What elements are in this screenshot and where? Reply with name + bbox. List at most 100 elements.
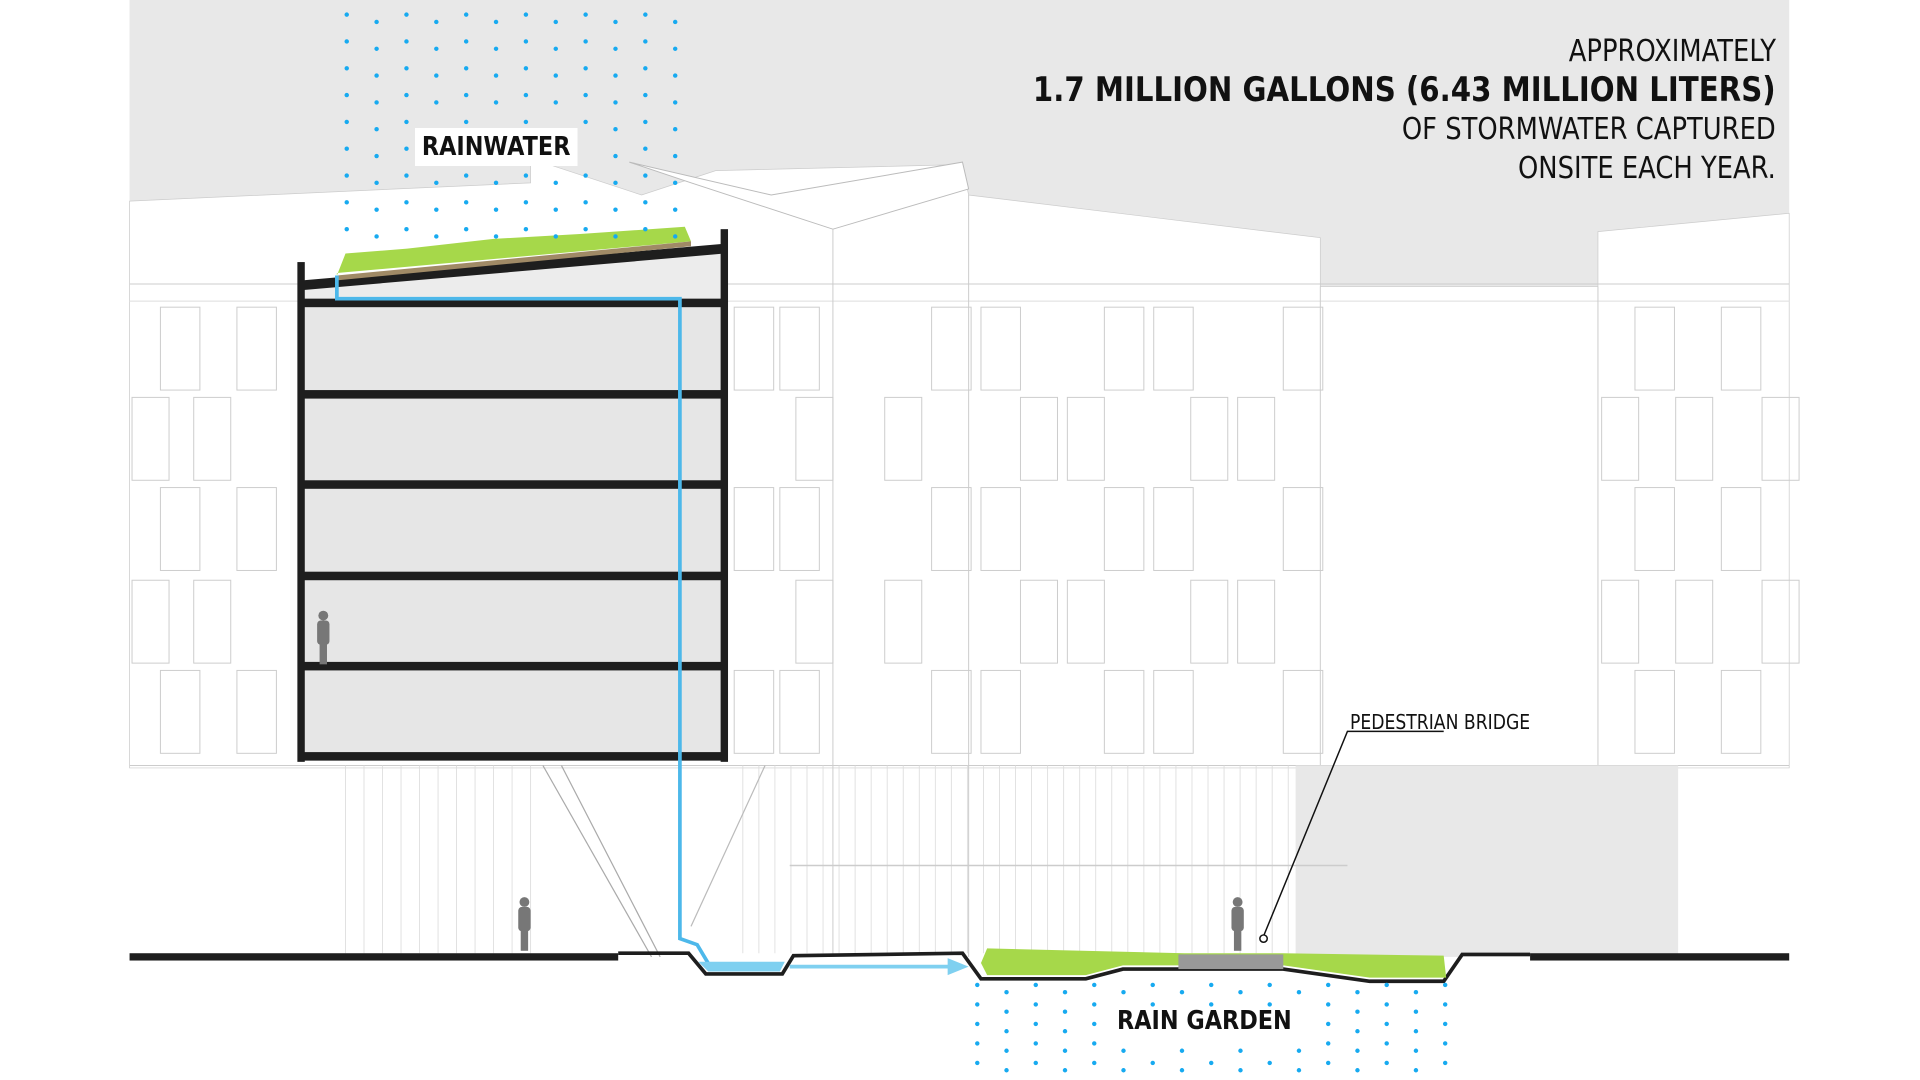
infiltration-dot — [1238, 1048, 1243, 1053]
rain-dot — [672, 46, 678, 51]
rain-dot — [493, 73, 499, 78]
headline-line-2: 1.7 MILLION GALLONS (6.43 MILLION LITERS… — [1033, 70, 1776, 110]
rain-dot — [374, 180, 379, 186]
ground-line-right — [1530, 953, 1790, 961]
pedestrian-bridge-deck — [1178, 954, 1284, 970]
rain-dot — [672, 234, 678, 239]
rain-dot — [493, 207, 499, 212]
window — [1675, 579, 1714, 664]
window — [1103, 487, 1145, 571]
window — [931, 306, 972, 391]
floor-slab — [299, 298, 727, 308]
rain-dot — [463, 119, 469, 125]
window — [1720, 669, 1762, 754]
rain-dots — [344, 12, 678, 239]
rain-dot — [374, 207, 379, 212]
infiltration-dot — [1355, 990, 1360, 995]
window — [779, 487, 820, 571]
flow-arrow-head — [947, 958, 969, 976]
rainwater-label: RAINWATER — [415, 128, 578, 166]
rain-dot — [613, 73, 618, 78]
rain-dot — [344, 12, 349, 17]
infiltration-dot — [1325, 982, 1331, 988]
rain-dot — [374, 19, 379, 25]
rain-dot — [643, 39, 648, 44]
infiltration-dot — [1413, 1048, 1419, 1053]
infiltration-dot — [1267, 982, 1272, 988]
infiltration-dot — [1121, 1048, 1126, 1053]
infiltration-dot — [1442, 1002, 1448, 1007]
infiltration-dot — [1355, 1009, 1360, 1014]
infiltration-dot — [975, 1060, 980, 1066]
headline-line-3: OF STORMWATER CAPTURED — [1402, 112, 1776, 147]
rain-dot — [404, 92, 409, 98]
infiltration-dot — [1442, 982, 1448, 988]
rain-dot — [374, 153, 379, 159]
infiltration-dot — [1033, 1021, 1038, 1027]
rain-dot — [344, 200, 349, 205]
infiltration-dot — [1179, 1048, 1185, 1053]
rain-dot — [583, 119, 588, 125]
rain-dot — [493, 19, 499, 25]
window — [779, 669, 820, 754]
rain-dot — [553, 73, 558, 78]
rain-dot — [374, 127, 379, 132]
window — [1237, 396, 1276, 481]
infiltration-dot — [1325, 1041, 1331, 1046]
rain-dot — [523, 12, 529, 17]
rain-dot — [672, 100, 678, 105]
infiltration-dot — [975, 1041, 980, 1046]
window — [884, 396, 923, 481]
infiltration-dot — [1384, 1060, 1389, 1066]
rain-dot — [404, 226, 409, 232]
rain-dot — [493, 100, 499, 105]
rain-dot — [374, 73, 379, 78]
infiltration-dot — [1092, 982, 1097, 988]
window — [236, 487, 277, 571]
rain-dot — [613, 127, 618, 132]
people-silhouettes — [317, 610, 1244, 951]
window — [980, 669, 1021, 754]
floor-slab — [299, 480, 727, 489]
window — [1019, 579, 1058, 664]
window — [931, 669, 972, 754]
window — [884, 579, 923, 664]
rain-dot — [344, 146, 349, 151]
rain-dot — [613, 207, 618, 212]
person-legs — [520, 928, 529, 951]
window — [1066, 396, 1105, 481]
pedestrian-bridge-label: PEDESTRIAN BRIDGE — [1350, 710, 1531, 734]
infiltration-dot — [1150, 982, 1155, 988]
rain-garden-label: RAIN GARDEN — [1117, 1006, 1292, 1036]
rain-dot — [672, 207, 678, 212]
infiltration-dot — [1238, 1068, 1243, 1073]
window — [193, 396, 232, 481]
window — [1153, 306, 1194, 391]
infiltration-dot — [1062, 990, 1068, 995]
rain-dot — [434, 234, 439, 239]
window — [1634, 669, 1675, 754]
window — [1153, 669, 1194, 754]
infiltration-dot — [1092, 1041, 1097, 1046]
window — [1282, 669, 1324, 754]
infiltration-dot — [1355, 1029, 1360, 1034]
person-head — [1232, 897, 1243, 907]
rain-dot — [344, 92, 349, 98]
rain-dot — [613, 100, 618, 105]
infiltration-dot — [1004, 1068, 1009, 1073]
infiltration-dot — [1325, 1021, 1331, 1027]
rain-dot — [613, 234, 618, 239]
window — [733, 669, 775, 754]
rain-dot — [344, 119, 349, 125]
window — [1103, 669, 1145, 754]
window — [236, 669, 277, 754]
window — [1066, 579, 1105, 664]
roof-canopy — [629, 161, 970, 230]
infiltration-dot — [1033, 982, 1038, 988]
window — [1634, 306, 1675, 391]
rain-dot — [404, 66, 409, 71]
infiltration-dot — [1413, 1029, 1419, 1034]
rain-dot — [583, 12, 588, 17]
window — [1153, 487, 1194, 571]
infiltration-dot — [1355, 1068, 1360, 1073]
